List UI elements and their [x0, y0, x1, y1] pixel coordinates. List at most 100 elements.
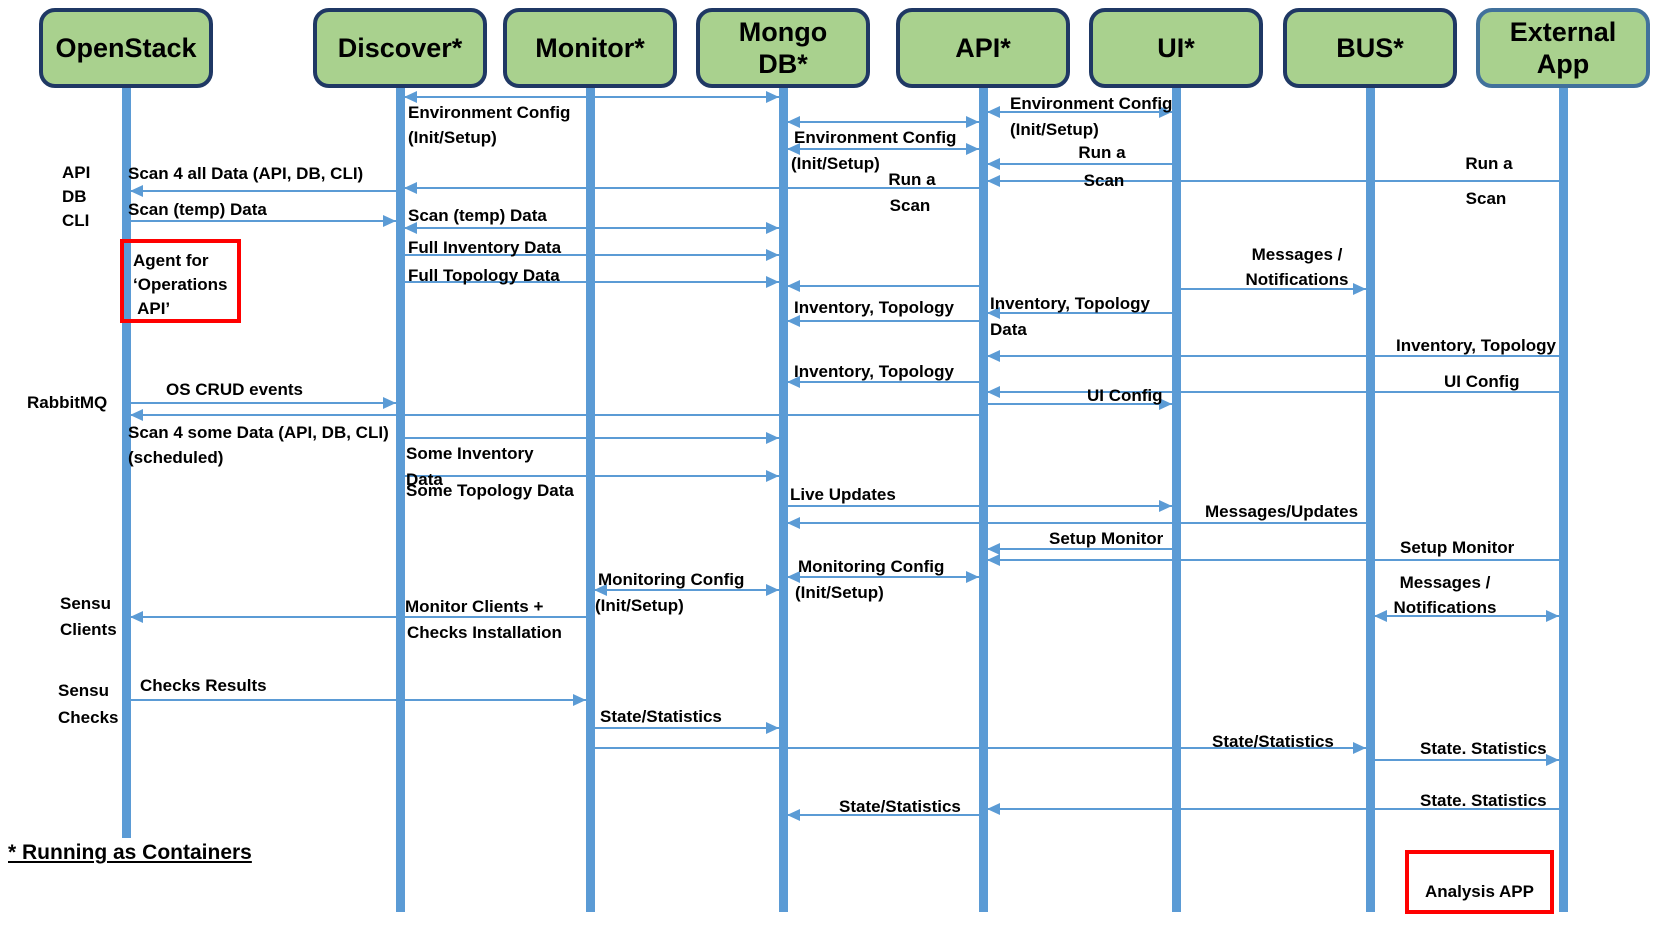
- actor-label: BUS*: [1336, 33, 1404, 63]
- message-arrow: [400, 187, 983, 189]
- message-arrow: [783, 121, 983, 123]
- annotation-box-agent-note: Agent for ‘Operations API’: [120, 239, 241, 323]
- message-label: Scan (temp) Data: [408, 206, 547, 225]
- arrowhead-icon: [1546, 610, 1559, 622]
- lifeline-ui: [1171, 88, 1181, 912]
- arrowhead-icon: [383, 215, 396, 227]
- message-label: State/Statistics: [600, 707, 722, 726]
- message-arrow: [783, 814, 983, 816]
- message-label: Some Inventory Data: [406, 444, 534, 489]
- lifeline-external: [1558, 88, 1568, 912]
- arrowhead-icon: [1353, 742, 1366, 754]
- message-label: RabbitMQ: [27, 393, 108, 412]
- arrowhead-icon: [987, 158, 1000, 170]
- message-label: (Init/Setup): [595, 596, 684, 615]
- arrowhead-icon: [594, 584, 607, 596]
- message-arrow: [1370, 759, 1563, 761]
- lifeline-mongodb: [778, 88, 788, 912]
- message-label: Scan: [1465, 189, 1507, 208]
- message-label: Environment Config: [1010, 94, 1173, 113]
- arrowhead-icon: [987, 386, 1000, 398]
- message-label: Environment Config (Init/Setup): [408, 103, 571, 147]
- arrowhead-icon: [766, 584, 779, 596]
- arrowhead-icon: [787, 315, 800, 327]
- arrowhead-icon: [987, 543, 1000, 555]
- message-label: Setup Monitor: [1400, 538, 1515, 557]
- arrowhead-icon: [987, 307, 1000, 319]
- message-arrow: [126, 616, 590, 618]
- message-label: Inventory, Topology: [990, 294, 1150, 313]
- actor-label: OpenStack: [55, 33, 197, 63]
- arrowhead-icon: [766, 432, 779, 444]
- arrowhead-icon: [987, 350, 1000, 362]
- message-label: State/Statistics: [1212, 732, 1334, 751]
- lifeline-api: [978, 88, 988, 912]
- arrowhead-icon: [1546, 754, 1559, 766]
- actor-box-api: API*: [896, 8, 1070, 88]
- message-label: Setup Monitor: [1049, 529, 1164, 548]
- message-arrow: [983, 559, 1563, 561]
- message-label: Environment Config: [794, 128, 957, 147]
- arrowhead-icon: [787, 571, 800, 583]
- message-label: Scan 4 all Data (API, DB, CLI): [128, 164, 364, 183]
- message-label: Run a: [1465, 154, 1513, 173]
- lifeline-openstack: [121, 88, 131, 838]
- arrowhead-icon: [766, 470, 779, 482]
- annotation-box-analysis-note: Analysis APP: [1405, 850, 1554, 914]
- message-arrow: [126, 402, 400, 404]
- message-label: Data: [990, 320, 1027, 339]
- arrowhead-icon: [987, 554, 1000, 566]
- message-arrow: [983, 808, 1563, 810]
- message-label: Scan: [1083, 171, 1125, 190]
- arrowhead-icon: [766, 276, 779, 288]
- message-label: State. Statistics: [1420, 791, 1547, 810]
- message-label: Scan: [889, 196, 931, 215]
- actor-label: API*: [955, 33, 1011, 63]
- message-label: Inventory, Topology: [794, 362, 954, 381]
- lifeline-monitor: [585, 88, 595, 912]
- message-arrow: [983, 312, 1176, 314]
- message-arrow: [1176, 288, 1370, 290]
- message-label: OS CRUD events: [166, 380, 303, 399]
- arrowhead-icon: [987, 175, 1000, 187]
- message-label: Checks Results: [140, 676, 267, 695]
- message-label: State. Statistics: [1420, 739, 1547, 758]
- message-label: (Init/Setup): [791, 154, 880, 173]
- message-label: API DB CLI: [62, 163, 91, 230]
- message-arrow: [983, 391, 1563, 393]
- message-label: Some Topology Data: [406, 481, 574, 500]
- message-label: Monitoring Config: [798, 557, 945, 576]
- message-arrow: [1370, 615, 1563, 617]
- message-arrow: [983, 180, 1563, 182]
- arrowhead-icon: [787, 116, 800, 128]
- message-label: Scan 4 some Data (API, DB, CLI): [128, 423, 389, 442]
- arrowhead-icon: [966, 571, 979, 583]
- actor-label: App: [1536, 49, 1590, 79]
- arrowhead-icon: [130, 409, 143, 421]
- actor-box-ui: UI*: [1089, 8, 1263, 88]
- arrowhead-icon: [987, 106, 1000, 118]
- message-arrow: [590, 589, 783, 591]
- message-label: Live Updates: [790, 485, 896, 504]
- actor-label: Monitor*: [535, 33, 645, 63]
- lifeline-discover: [395, 88, 405, 912]
- message-arrow: [783, 576, 983, 578]
- arrowhead-icon: [787, 376, 800, 388]
- arrowhead-icon: [130, 185, 143, 197]
- message-arrow: [783, 320, 983, 322]
- message-arrow: [983, 403, 1176, 405]
- message-label: Scan (temp) Data: [128, 200, 267, 219]
- message-label: Messages / Notifications: [1245, 245, 1349, 289]
- message-arrow: [983, 111, 1176, 113]
- message-arrow: [590, 727, 783, 729]
- message-label: Run a: [888, 170, 936, 189]
- actor-label: UI*: [1157, 33, 1195, 63]
- actor-label: Mongo: [738, 17, 828, 47]
- message-arrow: [783, 522, 1370, 524]
- arrowhead-icon: [130, 611, 143, 623]
- arrowhead-icon: [1374, 610, 1387, 622]
- arrowhead-icon: [766, 722, 779, 734]
- message-label: Messages/Updates: [1205, 502, 1359, 521]
